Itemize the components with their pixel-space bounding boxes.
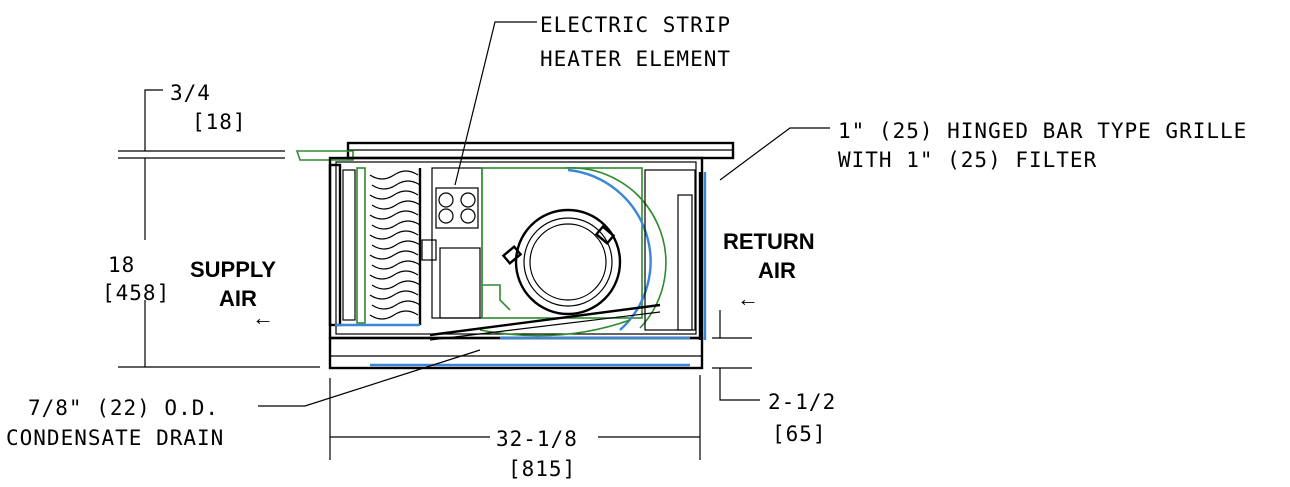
blower-assembly — [429, 167, 690, 341]
grille-label-line1: 1" (25) HINGED BAR TYPE GRILLE — [838, 119, 1247, 143]
dimension-lines — [118, 21, 830, 460]
return-air-label-line1: RETURN — [723, 229, 815, 254]
width-inches: 32-1/8 — [496, 427, 578, 451]
return-air-arrow: ← — [737, 286, 759, 311]
supply-air-arrow: ← — [252, 305, 274, 330]
drain-label-line2: CONDENSATE DRAIN — [6, 426, 224, 450]
bottom-gap-mm: [65] — [772, 422, 827, 446]
drain-label-line1: 7/8" (22) O.D. — [28, 396, 219, 420]
top-gap-mm: [18] — [192, 110, 247, 134]
heater-label-line1: ELECTRIC STRIP — [540, 13, 731, 37]
top-gap-inches: 3/4 — [170, 81, 211, 105]
height-mm: [458] — [102, 281, 170, 305]
return-grille — [644, 169, 707, 340]
grille-label-line2: WITH 1" (25) FILTER — [838, 148, 1097, 172]
heater-element — [421, 167, 483, 319]
bottom-gap-inches: 2-1/2 — [768, 390, 836, 414]
width-mm: [815] — [508, 457, 576, 481]
coil-section — [328, 163, 422, 327]
supply-air-label-line2: AIR — [219, 286, 257, 311]
heater-label-line2: HEATER ELEMENT — [540, 47, 731, 71]
supply-air-label-line1: SUPPLY — [190, 257, 276, 282]
height-inches: 18 — [108, 253, 135, 277]
return-air-label-line2: AIR — [758, 258, 796, 283]
